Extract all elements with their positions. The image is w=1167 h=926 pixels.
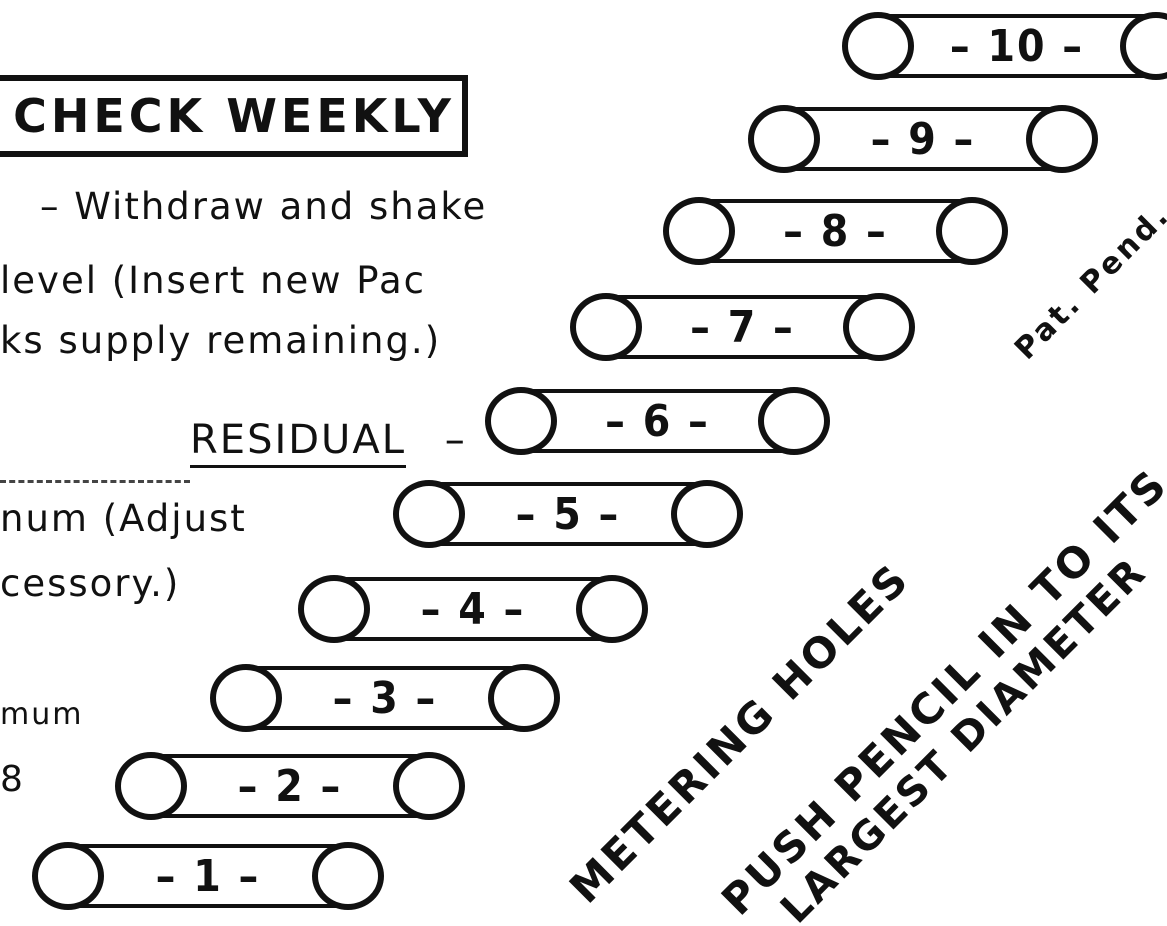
slot-bar — [519, 389, 796, 453]
metering-hole-label: – 10 – — [949, 20, 1085, 72]
metering-hole-3[interactable]: – 3 – — [210, 664, 560, 732]
instruction-line-7: 8 — [0, 759, 25, 800]
metering-hole-label: – 3 – — [332, 672, 438, 724]
metering-hole-10[interactable]: – 10 – — [842, 12, 1167, 80]
residual-dash: – — [444, 417, 467, 463]
metering-hole-label: – 9 – — [870, 113, 976, 165]
instruction-line-4: num (Adjust — [0, 497, 247, 540]
hole-left-icon — [210, 664, 282, 732]
slot-bar — [244, 666, 526, 730]
hole-left-icon — [748, 105, 820, 173]
metering-hole-label: – 8 – — [783, 205, 888, 257]
metering-hole-label: – 2 – — [237, 760, 343, 812]
instruction-line-2: level (Insert new Pac — [0, 259, 426, 302]
slot-bar — [66, 844, 350, 908]
hole-right-icon — [843, 293, 915, 361]
slot-bar — [782, 107, 1064, 171]
hole-left-icon — [570, 293, 642, 361]
slot-bar — [604, 295, 881, 359]
hole-right-icon — [312, 842, 384, 910]
hole-right-icon — [488, 664, 560, 732]
hole-right-icon — [936, 197, 1008, 265]
metering-hole-label: – 1 – — [155, 850, 261, 902]
hole-right-icon — [671, 480, 743, 548]
instruction-line-5: cessory.) — [0, 562, 181, 605]
metering-hole-9[interactable]: – 9 – — [748, 105, 1098, 173]
patent-pending-label: Pat. Pend. — [1008, 197, 1167, 367]
metering-hole-5[interactable]: – 5 – — [393, 480, 743, 548]
instruction-line-3: ks supply remaining.) — [0, 319, 442, 362]
hole-left-icon — [298, 575, 370, 643]
hole-left-icon — [842, 12, 914, 80]
slot-bar — [149, 754, 431, 818]
hole-left-icon — [32, 842, 104, 910]
hole-left-icon — [393, 480, 465, 548]
hole-right-icon — [576, 575, 648, 643]
hole-left-icon — [663, 197, 735, 265]
metering-hole-label: – 4 – — [420, 583, 526, 635]
metering-hole-1[interactable]: – 1 – — [32, 842, 384, 910]
metering-hole-label: – 6 – — [605, 395, 710, 447]
hole-right-icon — [1026, 105, 1098, 173]
hole-right-icon — [1120, 12, 1167, 80]
metering-hole-6[interactable]: – 6 – — [485, 387, 830, 455]
hole-right-icon — [393, 752, 465, 820]
hole-left-icon — [115, 752, 187, 820]
slot-bar — [697, 199, 974, 263]
metering-hole-label: – 7 – — [690, 301, 795, 353]
metering-hole-4[interactable]: – 4 – — [298, 575, 648, 643]
residual-heading: RESIDUAL – — [190, 417, 467, 468]
residual-rule — [0, 480, 190, 483]
residual-title: RESIDUAL — [190, 417, 406, 468]
hole-right-icon — [758, 387, 830, 455]
metering-hole-2[interactable]: – 2 – — [115, 752, 465, 820]
hole-left-icon — [485, 387, 557, 455]
metering-hole-8[interactable]: – 8 – — [663, 197, 1008, 265]
instruction-line-1: – Withdraw and shake — [40, 185, 488, 228]
metering-hole-7[interactable]: – 7 – — [570, 293, 915, 361]
instruction-line-6: mum — [0, 697, 84, 732]
slot-bar — [427, 482, 709, 546]
slot-bar — [876, 14, 1158, 78]
push-pencil-label-line-2: LARGEST DIAMETER — [772, 548, 1156, 926]
metering-hole-label: – 5 – — [515, 488, 621, 540]
check-weekly-heading: CHECK WEEKLY — [0, 75, 468, 157]
slot-bar — [332, 577, 614, 641]
